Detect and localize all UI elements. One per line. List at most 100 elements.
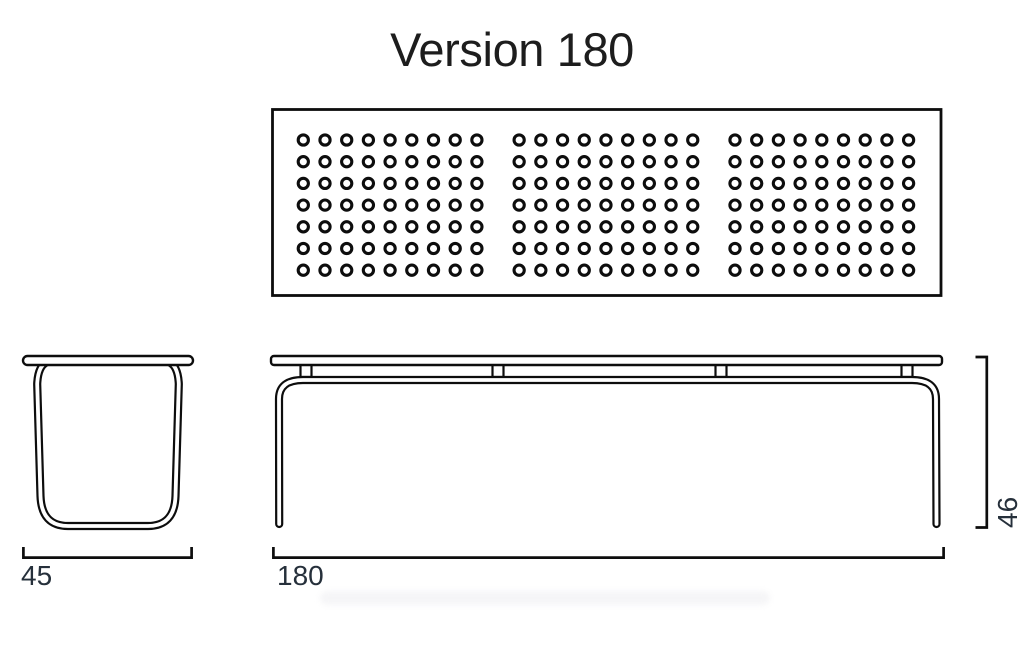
perforation-hole [880, 133, 894, 147]
perforation-hole [318, 176, 332, 191]
perforation-hole [901, 133, 916, 147]
perforation-hole [555, 198, 570, 212]
perforation-hole [534, 263, 548, 277]
perforation-hole [296, 133, 310, 147]
perforation-hole [296, 176, 310, 191]
perforation-hole [470, 155, 484, 169]
perforation-hole [836, 263, 851, 277]
perforation-hole [642, 220, 656, 234]
perforation-hole [340, 220, 354, 234]
perforation-hole [555, 176, 570, 191]
perforation-hole [534, 198, 548, 212]
perforation-hole [750, 155, 764, 169]
perforation-hole [793, 198, 807, 212]
perforation-hole [686, 241, 700, 256]
perforation-hole [836, 155, 851, 169]
perforation-hole [361, 155, 376, 169]
perforation-hole [858, 241, 872, 256]
perforation-hole [686, 155, 700, 169]
perforation-hole [642, 133, 656, 147]
perforation-hole [383, 155, 397, 169]
perforation-hole [664, 155, 678, 169]
perforation-hole [577, 198, 591, 212]
perforation-hole [728, 176, 742, 191]
perforation-hole [642, 241, 656, 256]
perforation-hole [577, 263, 591, 277]
perforation-hole [405, 133, 419, 147]
perforation-hole [880, 155, 894, 169]
perforation-hole [340, 263, 354, 277]
perforation-hole [664, 198, 678, 212]
perforation-hole [880, 241, 894, 256]
perforation-hole [901, 176, 916, 191]
perforation-hole [728, 241, 742, 256]
perforation-hole [620, 133, 635, 147]
perforation-hole [361, 241, 376, 256]
perforation-hole [361, 263, 376, 277]
perforation-grid [296, 133, 916, 277]
perforation-hole [555, 220, 570, 234]
perforation-hole [383, 263, 397, 277]
perforation-hole [815, 220, 829, 234]
perforation-hole [405, 220, 419, 234]
front-view [269, 354, 944, 529]
perforation-hole [664, 176, 678, 191]
perforation-hole [426, 198, 441, 212]
perforation-hole [534, 133, 548, 147]
perforation-hole [686, 198, 700, 212]
perforation-hole [426, 176, 441, 191]
perforation-hole [880, 176, 894, 191]
perforation-hole [405, 155, 419, 169]
perforation-hole [793, 176, 807, 191]
perforation-hole [664, 220, 678, 234]
perforation-hole [815, 133, 829, 147]
perforation-hole [448, 241, 462, 256]
perforation-hole [901, 263, 916, 277]
perforation-hole [750, 198, 764, 212]
perforation-hole [405, 198, 419, 212]
perforation-hole [599, 133, 613, 147]
perforation-hole [296, 220, 310, 234]
perforation-hole [858, 263, 872, 277]
perforation-hole [836, 220, 851, 234]
perforation-hole [318, 241, 332, 256]
perforation-hole [470, 176, 484, 191]
side-width-dimension-line [22, 547, 193, 559]
perforation-hole [577, 241, 591, 256]
side-leg-frame-outline [33, 358, 183, 531]
perforation-hole [620, 155, 635, 169]
perforation-hole [642, 198, 656, 212]
perforation-hole [793, 263, 807, 277]
perforation-hole [470, 220, 484, 234]
perforation-hole [361, 198, 376, 212]
perforation-hole [318, 220, 332, 234]
perforation-hole [361, 176, 376, 191]
perforation-hole [470, 241, 484, 256]
perforation-hole [340, 155, 354, 169]
perforation-hole [318, 263, 332, 277]
perforation-hole [901, 155, 916, 169]
side-view [21, 354, 195, 531]
perforation-hole [599, 176, 613, 191]
perforation-hole [296, 241, 310, 256]
perforation-hole [448, 176, 462, 191]
perforation-hole [577, 220, 591, 234]
perforation-hole [642, 155, 656, 169]
perforation-hole [534, 220, 548, 234]
perforation-hole [664, 133, 678, 147]
perforation-hole [383, 133, 397, 147]
perforation-hole [448, 133, 462, 147]
perforation-hole [512, 176, 526, 191]
perforation-hole [599, 241, 613, 256]
perforation-hole [512, 133, 526, 147]
perforation-hole [858, 176, 872, 191]
perforation-hole [815, 155, 829, 169]
perforation-hole [555, 133, 570, 147]
perforation-hole [405, 176, 419, 191]
perforation-hole [750, 220, 764, 234]
perforation-hole [426, 220, 441, 234]
perforation-hole [793, 220, 807, 234]
perforation-hole [728, 220, 742, 234]
front-width-dimension-label: 180 [277, 560, 324, 591]
perforation-hole [555, 155, 570, 169]
